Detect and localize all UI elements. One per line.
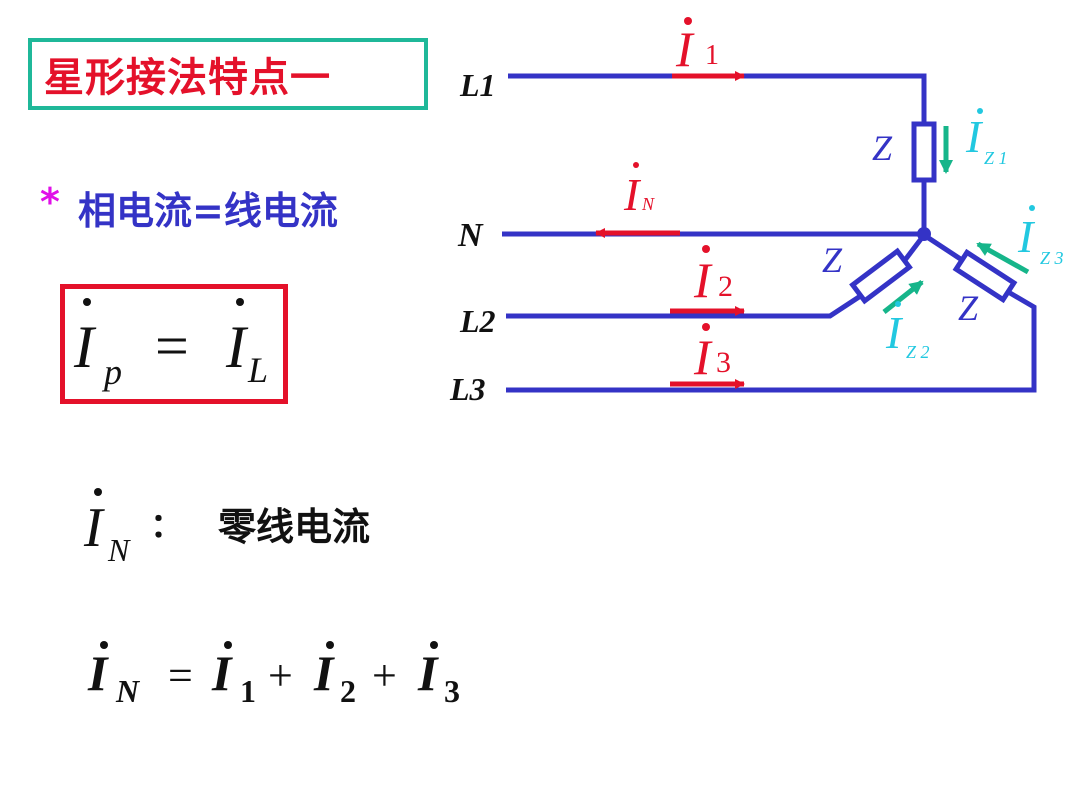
sum-lhs-sub: N	[115, 673, 141, 709]
line-current-arrows	[595, 71, 745, 389]
dot-accent	[224, 641, 232, 649]
formula-lhs-sub: p	[101, 352, 122, 392]
formula-rhs-sub: L	[247, 350, 268, 390]
dot-accent	[702, 323, 710, 331]
z1-label: Z	[872, 128, 893, 168]
iz3-sub: Z 3	[1040, 248, 1064, 268]
dot-accent	[430, 641, 438, 649]
impedance-z3	[952, 248, 1018, 304]
neutral-current-symbol: I N	[83, 488, 131, 568]
dot-accent	[1029, 205, 1035, 211]
label-n: N	[457, 217, 484, 254]
i2-symbol: I	[693, 252, 713, 308]
slide-title: 星形接法特点一	[44, 55, 331, 101]
iz3-symbol: I	[1017, 211, 1036, 262]
i3-symbol: I	[693, 329, 713, 385]
arrow-iz2	[882, 280, 924, 314]
bullet-text: 相电流=线电流	[78, 189, 338, 233]
i1-sub: 1	[705, 40, 719, 71]
neutral-colon: ：	[150, 506, 184, 546]
phase-current-arrows	[882, 126, 1030, 314]
formula-equals: =	[155, 313, 189, 379]
arrow-iz3	[976, 241, 1030, 275]
phase-equals-line-formula: I p = I L	[73, 298, 268, 392]
iz1-symbol: I	[965, 111, 984, 162]
iz1-sub: Z 1	[984, 148, 1008, 168]
wire-l2	[506, 292, 864, 319]
dot-accent	[236, 298, 244, 306]
sum-lhs: I	[87, 645, 109, 701]
dot-accent	[94, 488, 102, 496]
sum-term3-sub: 3	[444, 673, 460, 709]
wire-l3	[506, 290, 1037, 393]
iz2-symbol: I	[885, 307, 904, 358]
neutral-sum-formula: I N = I 1 + I 2 + I 3	[87, 641, 460, 709]
z2-label: Z	[822, 240, 843, 280]
star-point	[917, 227, 931, 241]
sum-equals: =	[168, 651, 193, 700]
impedance-z1	[911, 121, 937, 183]
in-sub: N	[641, 194, 655, 214]
sum-term2: I	[313, 645, 335, 701]
in-symbol: I	[623, 169, 642, 220]
sum-plus2: +	[372, 651, 397, 700]
sum-term3: I	[417, 645, 439, 701]
sum-term1: I	[211, 645, 233, 701]
formula-lhs-symbol: I	[73, 314, 97, 380]
dot-accent	[83, 298, 91, 306]
dot-accent	[977, 108, 983, 114]
label-l1: L1	[459, 67, 496, 103]
bullet-marker: *	[40, 180, 60, 224]
dot-accent	[895, 301, 901, 307]
i3-sub: 3	[716, 346, 731, 379]
sum-term1-sub: 1	[240, 673, 256, 709]
wire-z3-to-star	[922, 232, 964, 263]
dot-accent	[684, 17, 692, 25]
i1-symbol: I	[675, 21, 695, 77]
sum-plus1: +	[268, 651, 293, 700]
dot-accent	[326, 641, 334, 649]
formula-frame	[60, 284, 288, 404]
i2-sub: 2	[718, 270, 733, 303]
wires	[502, 73, 1037, 393]
impedance-z2	[849, 247, 913, 305]
dot-accent	[633, 162, 639, 168]
sum-term2-sub: 2	[340, 673, 356, 709]
label-l2: L2	[459, 303, 496, 339]
dot-accent	[702, 245, 710, 253]
formula-rhs-symbol: I	[225, 314, 249, 380]
z3-label: Z	[958, 288, 979, 328]
title-frame	[28, 38, 428, 110]
iz2-sub: Z 2	[906, 342, 930, 362]
neutral-description: 零线电流	[218, 505, 371, 549]
dot-accent	[100, 641, 108, 649]
wire-l1	[508, 73, 927, 124]
neutral-symbol: I	[83, 497, 105, 559]
neutral-sub: N	[107, 532, 131, 568]
label-l3: L3	[449, 371, 486, 407]
